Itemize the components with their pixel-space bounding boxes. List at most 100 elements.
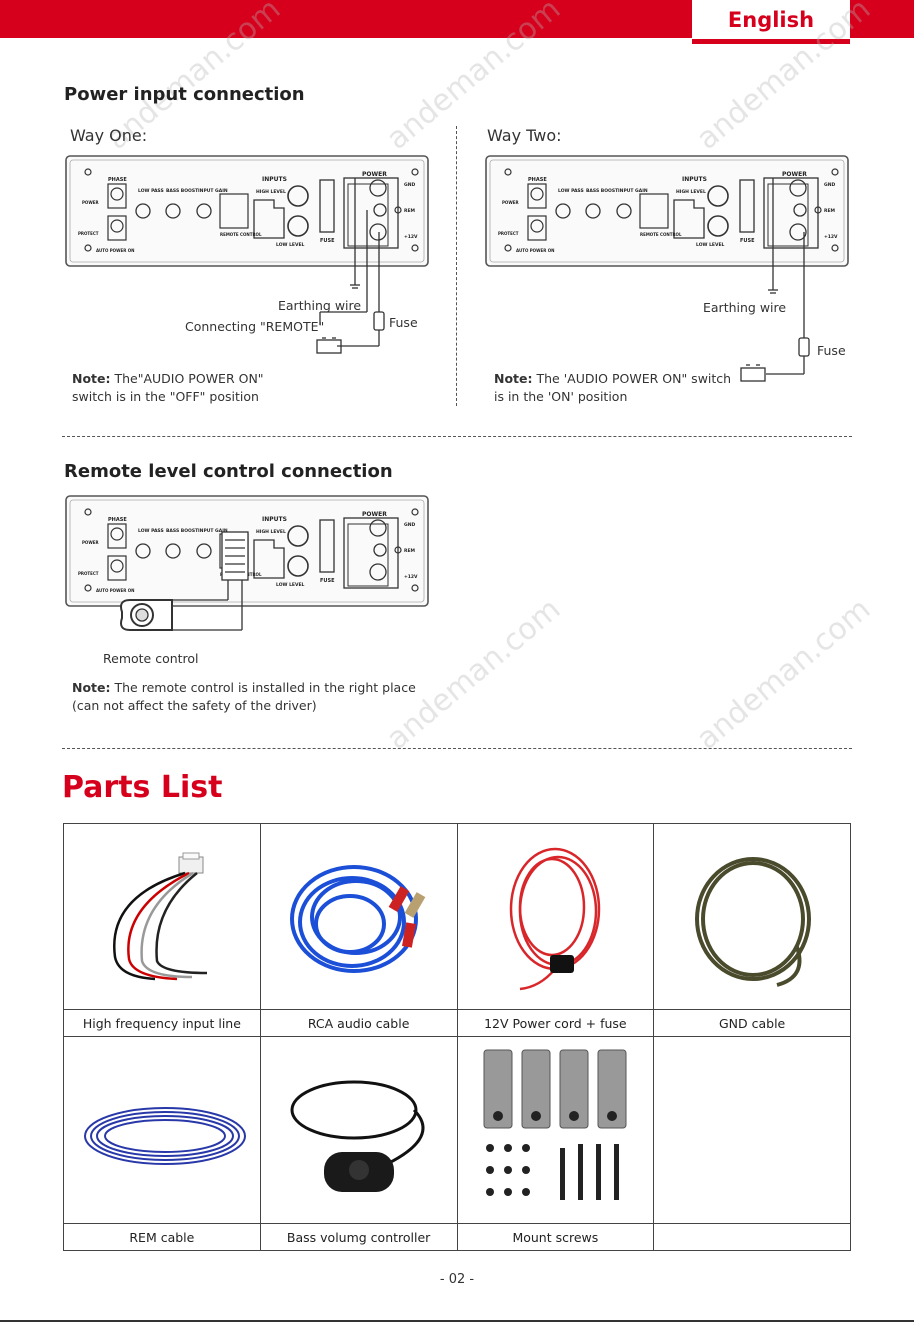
mount-screws-image	[483, 1049, 627, 1200]
parts-table: High frequency input line RCA audio cabl…	[63, 823, 851, 1251]
panel-label: GND	[404, 182, 415, 188]
part-caption: Bass volumg controller	[259, 1223, 458, 1251]
power-section-title: Power input connection	[64, 84, 305, 105]
panel-label: FUSE	[320, 578, 335, 584]
panel-label: LOW PASS	[138, 528, 164, 534]
part-caption: RCA audio cable	[259, 1009, 458, 1037]
note-bold: Note:	[494, 371, 533, 386]
panel-label: POWER	[362, 511, 387, 518]
panel-label: INPUTS	[262, 176, 287, 183]
panel-label: REM	[824, 208, 836, 214]
part-image-cell	[456, 823, 655, 1010]
column-divider	[456, 126, 457, 406]
note-text: (can not affect the safety of the driver…	[72, 698, 317, 713]
way-one-note: Note: The"AUDIO POWER ON" switch is in t…	[72, 370, 264, 406]
panel-label: POWER	[502, 200, 519, 205]
remote-note: Note: The remote control is installed in…	[72, 679, 416, 715]
part-image-cell	[259, 823, 458, 1010]
way-two-note: Note: The 'AUDIO POWER ON" switch is in …	[494, 370, 731, 406]
panel-label: PHASE	[108, 517, 127, 523]
part-image-cell	[63, 1036, 261, 1224]
panel-label: AUTO POWER ON	[96, 588, 134, 593]
panel-label: AUTO POWER ON	[516, 248, 554, 253]
panel-label: PROTECT	[78, 231, 99, 236]
section-divider	[62, 748, 852, 749]
panel-label: REM	[404, 208, 416, 214]
gnd-cable-image	[695, 856, 812, 987]
language-label: English	[727, 8, 815, 32]
part-image-cell	[63, 823, 261, 1010]
remote-control-label: Remote control	[103, 651, 199, 666]
panel-label: GND	[404, 522, 415, 528]
section-divider	[62, 436, 852, 437]
part-caption: GND cable	[653, 1009, 851, 1037]
panel-label: LOW LEVEL	[276, 242, 305, 248]
part-image-cell	[456, 1036, 655, 1224]
panel-label: LOW PASS	[558, 188, 584, 194]
note-bold: Note:	[72, 680, 111, 695]
panel-label: PHASE	[108, 177, 127, 183]
remote-section-title: Remote level control connection	[64, 461, 393, 482]
earthing-wire-label: Earthing wire	[278, 298, 362, 313]
panel-label: INPUTS	[262, 516, 287, 523]
panel-label: PROTECT	[78, 571, 99, 576]
panel-label: HIGH LEVEL	[256, 189, 286, 195]
panel-label: REM	[404, 548, 416, 554]
panel-label: BASS BOOST	[586, 188, 619, 194]
panel-label: PROTECT	[498, 231, 519, 236]
part-caption: Mount screws	[456, 1223, 655, 1251]
panel-label: POWER	[82, 200, 99, 205]
part-caption: High frequency input line	[63, 1009, 261, 1037]
panel-label: REMOTE CONTROL	[640, 232, 682, 237]
panel-label: HIGH LEVEL	[676, 189, 706, 195]
rca-audio-cable-image	[289, 864, 425, 973]
language-tab[interactable]: English	[692, 0, 850, 44]
panel-label: BASS BOOST	[166, 188, 199, 194]
note-bold: Note:	[72, 371, 111, 386]
part-image-cell	[259, 1036, 458, 1224]
high-frequency-input-line-image	[112, 852, 207, 980]
rem-cable-image	[83, 1107, 246, 1165]
panel-label: FUSE	[740, 238, 755, 244]
panel-label: LOW PASS	[138, 188, 164, 194]
fuse-label: Fuse	[389, 315, 418, 330]
power-cord-fuse-image	[510, 847, 601, 990]
panel-label: FUSE	[320, 238, 335, 244]
panel-label: +12V	[824, 234, 838, 240]
panel-label: REMOTE CONTROL	[220, 232, 262, 237]
panel-label: INPUTS	[682, 176, 707, 183]
footer-line	[0, 1320, 914, 1322]
panel-label: INPUT GAIN	[198, 188, 228, 194]
panel-label: PHASE	[528, 177, 547, 183]
panel-label: POWER	[782, 171, 807, 178]
panel-label: INPUT GAIN	[618, 188, 648, 194]
part-caption: 12V Power cord + fuse	[456, 1009, 655, 1037]
panel-label: LOW LEVEL	[276, 582, 305, 588]
connecting-remote-label: Connecting "REMOTE"	[185, 319, 325, 334]
parts-list-title: Parts List	[62, 770, 223, 805]
note-text: The"AUDIO POWER ON"	[110, 371, 264, 386]
note-text: is in the 'ON' position	[494, 389, 628, 404]
part-caption: REM cable	[63, 1223, 261, 1251]
panel-label: LOW LEVEL	[696, 242, 725, 248]
watermark: andeman.com	[690, 591, 878, 757]
panel-label: AUTO POWER ON	[96, 248, 134, 253]
panel-label: POWER	[362, 171, 387, 178]
panel-label: +12V	[404, 574, 418, 580]
part-image-cell	[653, 1036, 851, 1224]
panel-label: POWER	[82, 540, 99, 545]
panel-label: GND	[824, 182, 835, 188]
note-text: switch is in the "OFF" position	[72, 389, 259, 404]
way-two-label: Way Two:	[487, 126, 562, 145]
panel-label: BASS BOOST	[166, 528, 199, 534]
part-caption	[653, 1223, 851, 1251]
note-text: The remote control is installed in the r…	[110, 680, 416, 695]
panel-label: +12V	[404, 234, 418, 240]
bass-volume-controller-image	[290, 1080, 425, 1192]
part-image-cell	[653, 823, 851, 1010]
